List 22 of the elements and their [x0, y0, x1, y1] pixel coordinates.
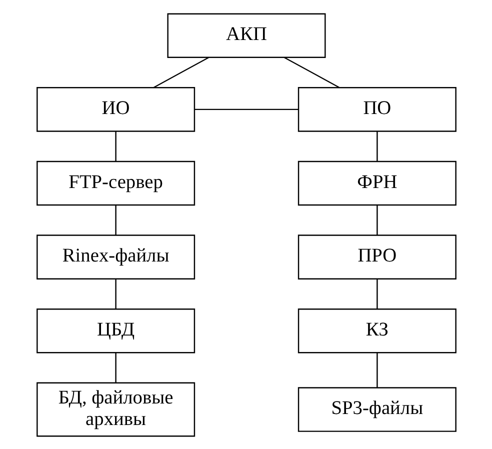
node-box: SP3-файлы	[297, 386, 456, 432]
node-box: ФРН	[297, 160, 456, 206]
connector	[114, 130, 116, 161]
connector	[114, 352, 116, 382]
node-box: АКП	[166, 12, 326, 58]
node-box: Rinex-файлы	[36, 234, 195, 279]
node-box: FTP-сервер	[36, 160, 195, 206]
connector	[152, 56, 208, 88]
connector	[114, 278, 116, 308]
connector	[376, 352, 378, 388]
node-box: ПРО	[297, 234, 456, 279]
node-box: БД, файловые архивы	[36, 382, 195, 436]
node-box: КЗ	[297, 308, 456, 353]
connector	[114, 204, 116, 234]
connector	[376, 130, 378, 161]
connector	[284, 56, 340, 88]
connector	[376, 204, 378, 234]
node-box: ИО	[36, 86, 195, 132]
node-box: ПО	[297, 86, 456, 132]
connector	[194, 108, 298, 110]
node-box: ЦБД	[36, 308, 195, 353]
connector	[376, 278, 378, 308]
